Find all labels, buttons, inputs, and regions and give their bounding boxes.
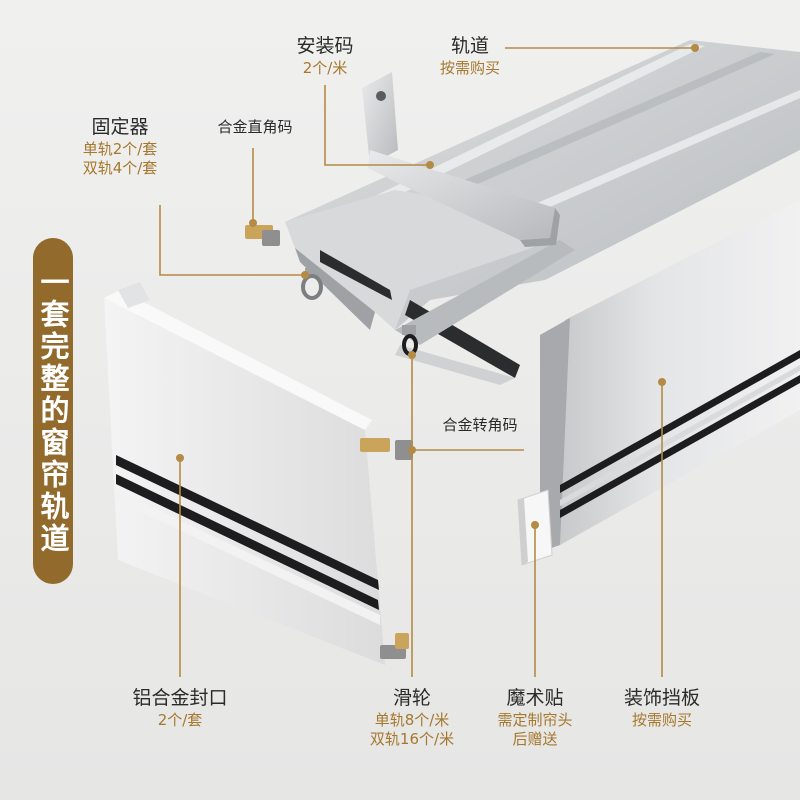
leader-lines [159, 47, 695, 677]
install-code-sub: 2个/米 [302, 58, 348, 77]
alloy-right-angle-title: 合金直角码 [217, 118, 293, 136]
alloy-corner-title: 合金转角码 [442, 416, 518, 434]
label-end-cap: 铝合金封口 2个/套 [100, 686, 260, 730]
velcro-title: 魔术贴 [506, 687, 564, 709]
track-sub: 按需购买 [439, 58, 500, 77]
banner-text: 一套完整的窗帘轨道 [36, 267, 70, 555]
valance-title: 装饰挡板 [623, 687, 700, 709]
pulley-hook-left [301, 268, 323, 300]
leader-dots [176, 44, 699, 529]
label-valance: 装饰挡板 按需购买 [600, 686, 724, 730]
label-alloy-right-angle: 合金直角码 [195, 118, 315, 138]
velcro-sub-1: 需定制帘头 [497, 710, 573, 729]
end-cap [104, 282, 385, 665]
end-cap-title: 铝合金封口 [132, 687, 228, 709]
end-cap-sub: 2个/套 [157, 710, 203, 729]
fixer-sub-double: 双轨4个/套 [82, 159, 158, 178]
install-code-title: 安装码 [296, 35, 354, 57]
velcro-sub-2: 后赠送 [512, 730, 558, 749]
fixer-sub-single: 单轨2个/套 [82, 139, 158, 158]
label-fixer: 固定器 单轨2个/套 双轨4个/套 [60, 115, 180, 179]
label-track: 轨道 按需购买 [420, 34, 520, 78]
track-rail [285, 40, 800, 385]
label-install-code: 安装码 2个/米 [275, 34, 375, 78]
install-bracket [362, 72, 560, 247]
label-velcro: 魔术贴 需定制帘头 后赠送 [485, 686, 585, 750]
pulley-sub-single: 单轨8个/米 [374, 710, 450, 729]
track-title: 轨道 [450, 35, 489, 57]
pulley-sub-double: 双轨16个/米 [369, 730, 455, 749]
alloy-right-angle-code-part [245, 225, 280, 246]
label-alloy-corner: 合金转角码 [420, 416, 540, 436]
alloy-corner-code-part-top [360, 438, 413, 460]
vertical-banner: 一套完整的窗帘轨道 [33, 238, 73, 584]
valance-sub: 按需购买 [631, 710, 692, 729]
pulley-title: 滑轮 [392, 687, 431, 709]
alloy-corner-code-part-bottom [380, 633, 409, 659]
fixer-title: 固定器 [91, 116, 149, 138]
valance-board [540, 200, 800, 552]
label-pulley: 滑轮 单轨8个/米 双轨16个/米 [342, 686, 482, 750]
